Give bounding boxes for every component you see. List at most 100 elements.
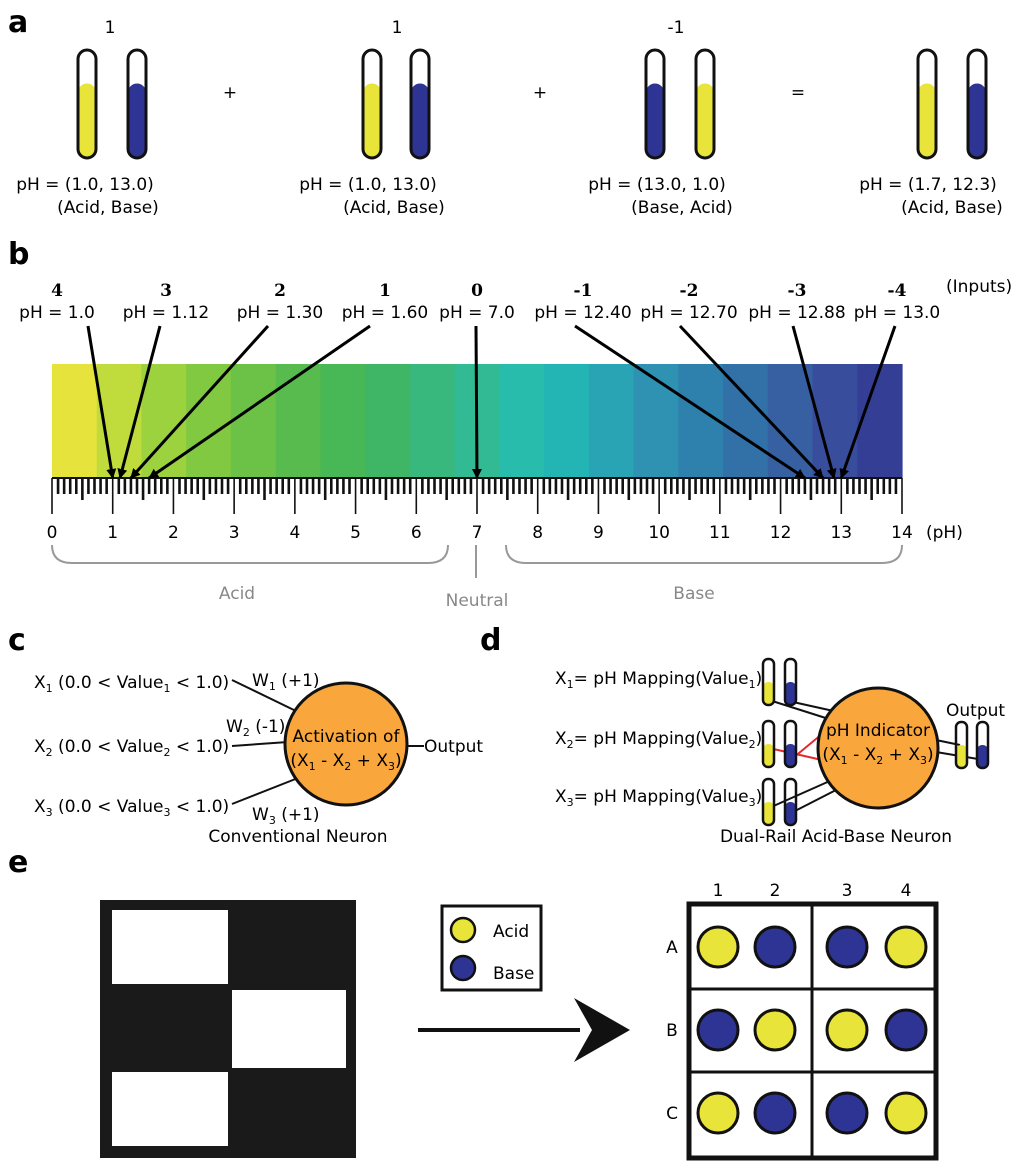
x1-acid-tube <box>761 657 776 707</box>
input-line-1 <box>231 679 299 713</box>
test-tube <box>361 48 383 160</box>
weight-w2: W2 (-1) <box>226 717 285 739</box>
acid-liquid <box>363 83 381 158</box>
equals-operator: = <box>791 83 805 103</box>
acid-well <box>825 1008 869 1052</box>
neuron-line-1: pH Indicator <box>826 721 930 741</box>
ph-tick-label: 6 <box>411 523 422 543</box>
row-label: A <box>666 938 678 958</box>
input-x2: X2= pH Mapping(Value2) <box>555 729 762 751</box>
plus-operator: + <box>223 83 237 103</box>
scale-segment <box>633 364 679 478</box>
scale-segment <box>275 364 322 478</box>
neuron-caption: Conventional Neuron <box>208 827 387 847</box>
ph-tick-label: 11 <box>709 523 731 543</box>
conventional-neuron <box>283 681 409 807</box>
scale-segment <box>186 364 232 478</box>
input-ph-label: pH = 13.0 <box>854 303 940 323</box>
base-liquid <box>785 802 796 825</box>
scale-segment <box>723 364 769 478</box>
input-value: -1 <box>574 281 593 301</box>
acid-base-label: (Acid, Base) <box>343 198 445 218</box>
scale-segment <box>499 364 545 478</box>
test-tube <box>966 48 988 160</box>
input-value: 2 <box>274 281 286 301</box>
base-well <box>753 925 797 969</box>
acid-well <box>696 1091 740 1135</box>
base-liquid <box>411 83 429 158</box>
test-tube <box>916 48 938 160</box>
ph-tick-label: 5 <box>350 523 361 543</box>
crossed-rail-line <box>792 733 823 759</box>
input-arrow <box>148 324 371 480</box>
acid-well <box>884 925 928 969</box>
neuron-line-2: (X1 - X2 + X3) <box>290 751 401 773</box>
input-value: 3 <box>160 281 172 301</box>
ph-tick-label: 8 <box>532 523 543 543</box>
base-liquid <box>977 745 988 768</box>
inputs-caption: (Inputs) <box>946 277 1012 297</box>
neuron-caption: Dual-Rail Acid-Base Neuron <box>720 827 952 847</box>
scale-segment <box>544 364 590 478</box>
rail-line <box>792 789 837 813</box>
legend-base-swatch <box>449 954 477 982</box>
input-ph-label: pH = 1.60 <box>342 303 428 323</box>
ph-ruler <box>51 477 903 514</box>
ph-pair: pH = (13.0, 1.0) <box>588 175 726 195</box>
acid-well <box>753 1008 797 1052</box>
ph-tick-label: 12 <box>770 523 792 543</box>
base-liquid <box>646 83 664 158</box>
acid-liquid <box>696 83 714 158</box>
panel-label-d: d <box>480 623 501 658</box>
input-arrow <box>129 324 270 480</box>
group-1: 1 pH = (1.0, 13.0) (Acid, Base) <box>16 18 159 218</box>
input-arrow <box>791 325 837 479</box>
input-value: 1 <box>379 281 391 301</box>
panel-a: 1 pH = (1.0, 13.0) (Acid, Base) + 1 pH =… <box>16 18 1003 218</box>
scale-segment <box>52 364 98 478</box>
acid-liquid <box>956 745 967 768</box>
panel-c: Activation of (X1 - X2 + X3) X1 (0.0 < V… <box>34 671 483 847</box>
legend-acid-label: Acid <box>493 922 529 942</box>
output-label: Output <box>946 701 1005 721</box>
group-3: -1 pH = (13.0, 1.0) (Base, Acid) <box>588 18 733 218</box>
x1-base-tube <box>783 657 798 707</box>
input-value: -3 <box>788 281 807 301</box>
x3-base-tube <box>783 777 798 827</box>
base-well <box>696 1008 740 1052</box>
input-ph-label: pH = 12.40 <box>534 303 631 323</box>
ph-tick-label: 9 <box>593 523 604 543</box>
base-liquid <box>785 682 796 705</box>
ph-tick-label: 3 <box>229 523 240 543</box>
input-x1: X1= pH Mapping(Value1) <box>555 669 762 691</box>
acid-well <box>884 1091 928 1135</box>
input-ph-label: pH = 1.30 <box>237 303 323 323</box>
acid-liquid <box>763 802 774 825</box>
input-arrow <box>678 324 825 480</box>
panel-label-b: b <box>8 237 29 272</box>
test-tube <box>644 48 666 160</box>
input-arrow <box>471 325 482 479</box>
base-liquid <box>128 83 146 158</box>
acid-liquid <box>763 744 774 767</box>
input-value: -4 <box>888 281 907 301</box>
input-ph-label: pH = 12.70 <box>640 303 737 323</box>
group-result: pH = (1.7, 12.3) (Acid, Base) <box>859 48 1003 218</box>
acid-base-label: (Base, Acid) <box>631 198 733 218</box>
base-well <box>753 1091 797 1135</box>
acid-range-label: Acid <box>219 584 255 604</box>
input-ph-label: pH = 1.0 <box>19 303 95 323</box>
ph-unit-label: (pH) <box>926 523 963 543</box>
weight-label: 1 <box>392 18 403 38</box>
ph-tick-label: 13 <box>830 523 852 543</box>
weight-w3: W3 (+1) <box>252 805 320 827</box>
input-value: 0 <box>471 281 483 301</box>
x2-base-tube <box>783 719 798 769</box>
input-x3: X3= pH Mapping(Value3) <box>555 787 762 809</box>
